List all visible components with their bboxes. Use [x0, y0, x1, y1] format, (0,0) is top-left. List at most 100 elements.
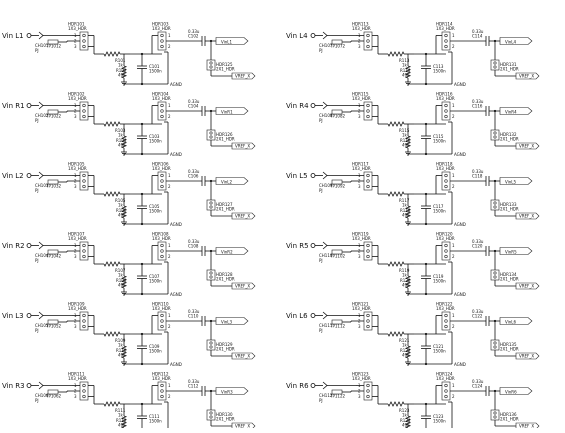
reference-header-ref: HDR136: [500, 412, 517, 417]
header-pin: [444, 389, 448, 393]
filter-cap-value: 1500n: [433, 209, 446, 214]
reference-header-type: 2X1_HDR: [216, 417, 235, 422]
filter-cap-value: 1500n: [149, 69, 162, 74]
header-pin: [444, 324, 448, 329]
test-point-ref: TP1112: [329, 324, 345, 329]
coupling-cap-ref: C120: [472, 244, 483, 249]
connector-type: PJ: [319, 118, 323, 123]
series-resistor-value: 1k: [402, 413, 408, 418]
series-resistor: [103, 261, 121, 267]
shunt-resistor-ref: R104: [116, 138, 127, 143]
input-label: Vin R3: [2, 382, 25, 390]
header-pin: [493, 65, 497, 69]
header-pin: [444, 173, 448, 178]
shunt-resistor: [404, 345, 412, 359]
output-header: [157, 241, 167, 261]
input-header-type: 1X3_HDR: [68, 96, 87, 101]
shunt-resistor-ref: R112: [116, 418, 127, 423]
header-pin: [444, 33, 448, 38]
input-header-ref: HDR101: [68, 22, 85, 27]
header-pin: [82, 33, 86, 38]
junction-dot: [140, 152, 144, 156]
input-terminal: [310, 243, 316, 248]
output-header: [157, 171, 167, 191]
coupling-cap-ref: C102: [188, 34, 199, 39]
filter-cap-ref: C105: [149, 204, 160, 209]
series-resistor: [387, 121, 405, 127]
series-resistor-ref: R107: [115, 268, 126, 273]
pin-number: 3: [358, 114, 361, 119]
shunt-resistor-ref: R110: [116, 348, 127, 353]
header-pin: [493, 135, 497, 139]
filter-cap-ref: C103: [149, 134, 160, 139]
header-pin: [82, 109, 86, 113]
output-header: [441, 381, 451, 401]
test-point-ref: TP1032: [45, 184, 61, 189]
output-header-type: 1X3_HDR: [152, 96, 171, 101]
input-arrow: [322, 101, 328, 110]
output-header-ref: HDR112: [152, 372, 169, 377]
channel-block: Vin L1CH101PJTP1012HDR1011X3_HDR123R1011…: [2, 22, 256, 87]
filter-cap-ref: C115: [433, 134, 444, 139]
header-pin: [160, 103, 164, 108]
ground-net-label: AGND: [454, 152, 466, 157]
channel-block: Vin L4CH107PJTP1072HDR1131X3_HDR123R1131…: [286, 22, 540, 87]
pin-number: 3: [74, 184, 77, 189]
header-pin: [366, 243, 370, 248]
header-pin: [82, 324, 86, 329]
pin-number: 1: [168, 173, 171, 178]
shunt-resistor-value: 49k: [118, 283, 126, 288]
filter-cap-value: 1500n: [433, 419, 446, 424]
output-header-ref: HDR124: [436, 372, 453, 377]
filter-cap-ref: C121: [433, 344, 444, 349]
header-pin: [209, 341, 213, 345]
output-net-label: VinR2: [221, 249, 233, 254]
header-pin: [493, 205, 497, 209]
coupling-cap-ref: C124: [472, 384, 483, 389]
header-pin: [493, 61, 497, 65]
pin-number: 2: [168, 394, 171, 399]
reference-net-label: VREF_X: [519, 74, 534, 79]
series-resistor: [103, 401, 121, 407]
reference-net-label: VREF_X: [235, 354, 250, 359]
connector-ref: CH111: [319, 323, 333, 328]
series-resistor: [103, 51, 121, 57]
connector-ref: CH109: [319, 183, 333, 188]
output-net-flag: [499, 177, 533, 185]
input-arrow: [322, 241, 328, 250]
header-pin: [209, 345, 213, 349]
reference-net-label: VREF_X: [519, 144, 534, 149]
reference-header-ref: HDR130: [216, 412, 233, 417]
header-pin: [366, 33, 370, 38]
header-pin: [82, 184, 86, 189]
pin-number: 1: [452, 103, 455, 108]
header-pin: [444, 243, 448, 248]
pin-number: 1: [452, 173, 455, 178]
test-point-ref: TP1072: [329, 44, 345, 49]
test-point-ref: TP1052: [45, 324, 61, 329]
pin-number: 3: [358, 44, 361, 49]
output-header-type: 1X3_HDR: [436, 236, 455, 241]
filter-cap-value: 1500n: [149, 139, 162, 144]
input-header-ref: HDR115: [352, 92, 369, 97]
filter-cap-value: 1500n: [433, 279, 446, 284]
ground-net-label: AGND: [170, 222, 182, 227]
pin-number: 3: [358, 394, 361, 399]
connector-type: PJ: [35, 48, 39, 53]
input-header: [363, 311, 373, 331]
header-pin: [209, 131, 213, 135]
reference-net-label: VREF_X: [519, 214, 534, 219]
header-pin: [366, 324, 370, 329]
pin-number: 1: [452, 33, 455, 38]
header-pin: [493, 411, 497, 415]
header-pin: [444, 114, 448, 119]
header-pin: [160, 44, 164, 49]
series-resistor-value: 1k: [402, 273, 408, 278]
header-pin: [366, 184, 370, 189]
pin-number: 2: [452, 44, 455, 49]
series-resistor: [103, 191, 121, 197]
input-header-type: 1X3_HDR: [352, 166, 371, 171]
header-pin: [209, 411, 213, 415]
header-pin: [82, 44, 86, 49]
header-pin: [444, 249, 448, 253]
